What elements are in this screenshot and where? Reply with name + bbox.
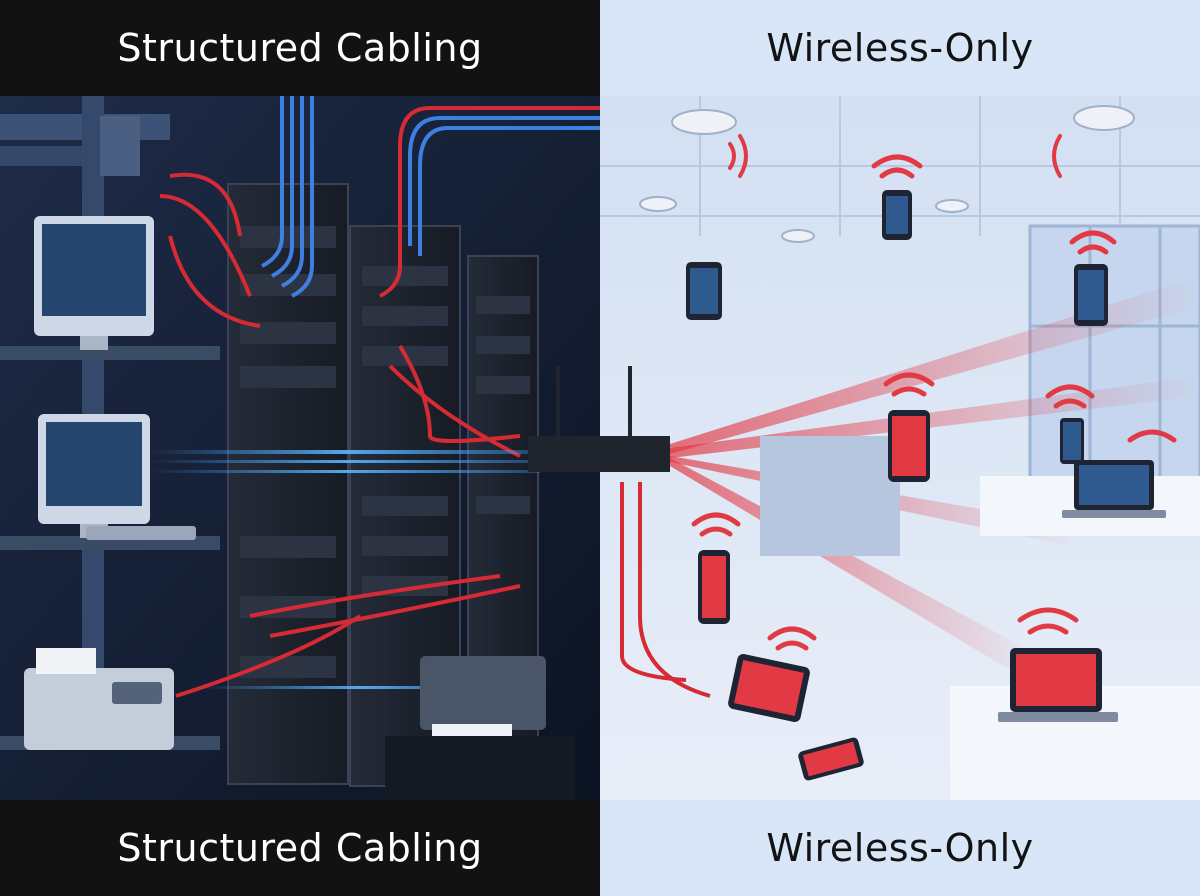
router-icon	[528, 366, 600, 472]
monitor-icon	[38, 414, 196, 540]
smartphone-icon	[1060, 418, 1084, 464]
printer-icon	[24, 648, 174, 750]
wifi-signal-icon	[1069, 230, 1117, 255]
wifi-signal-icon	[1127, 429, 1177, 443]
wireless-only-title-top: Wireless-Only	[600, 0, 1200, 96]
structured-cabling-title-top: Structured Cabling	[0, 0, 600, 96]
red-cable-bundle	[159, 106, 600, 698]
wireless-office-illustration	[600, 96, 1200, 800]
desk	[760, 436, 900, 556]
wifi-signal-icon	[1017, 607, 1079, 635]
structured-cabling-title-bottom: Structured Cabling	[0, 800, 600, 896]
wifi-signal-icon	[871, 154, 923, 179]
smartphone-icon	[888, 410, 930, 482]
wifi-signal-icon	[883, 372, 935, 397]
monitor-icon	[34, 216, 154, 350]
laptop-icon	[1062, 460, 1166, 518]
shelf	[0, 346, 220, 360]
tablet-icon	[686, 262, 722, 320]
wireless-only-scene	[600, 96, 1200, 800]
blue-cable-bundle	[261, 96, 600, 298]
tablet-icon	[1074, 264, 1108, 326]
smartphone-icon	[798, 737, 864, 781]
red-cable	[620, 482, 711, 698]
wireless-only-title-bottom: Wireless-Only	[600, 800, 1200, 896]
wifi-signal-icon	[691, 512, 741, 537]
router-icon	[600, 366, 670, 472]
wireless-only-panel: Wireless-Only	[600, 0, 1200, 896]
network-link-glow	[150, 450, 540, 689]
window	[1028, 224, 1200, 508]
structured-cabling-scene	[0, 96, 600, 800]
wifi-signal-icon	[767, 626, 817, 651]
structured-cabling-panel: Structured Cabling	[0, 0, 600, 896]
wifi-signal-icon	[1045, 384, 1095, 409]
laptop-icon	[998, 648, 1118, 722]
ceiling-access-point-icon	[1073, 105, 1135, 131]
ceiling-access-point-icon	[671, 109, 737, 135]
wifi-signal-icon	[728, 134, 1062, 178]
printer-icon	[420, 656, 546, 742]
ceiling-access-point-icon	[639, 196, 969, 243]
smartphone-icon	[882, 190, 912, 240]
smartphone-icon	[698, 550, 730, 624]
tablet-icon	[728, 654, 810, 722]
server-room-illustration	[0, 96, 600, 800]
server-rack-icon	[227, 183, 349, 785]
